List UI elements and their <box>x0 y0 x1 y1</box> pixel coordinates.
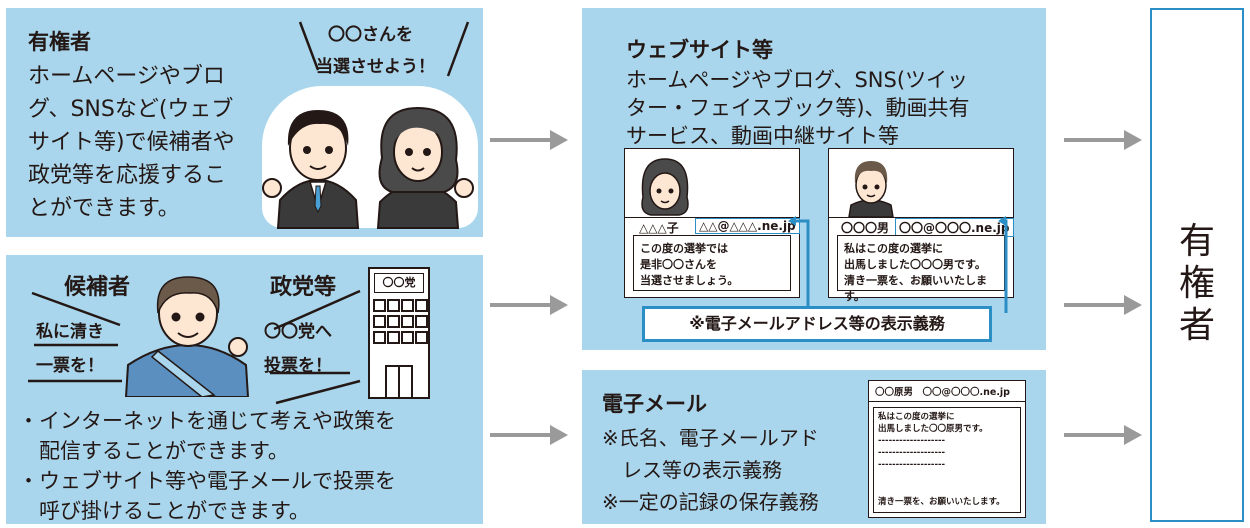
voter-speech-line-1: 〇〇さんを <box>328 25 413 45</box>
candidate-panel: 候補者 私に清き 一票を！ 政党等 〇〇党へ 投票を！ 〇〇党 <box>6 255 483 524</box>
email-mockup-dash-1: ------------------- <box>878 436 946 446</box>
website-card-right: 〇〇〇男 〇〇@〇〇〇.ne.jp 私はこの度の選挙に 出馬しました〇〇〇男です… <box>828 148 1014 303</box>
arrow-candidate-to-website <box>490 295 568 315</box>
arrow-email-to-voters <box>1064 425 1142 445</box>
voters-char-1: 有 <box>1178 221 1215 262</box>
building-window <box>373 299 386 312</box>
card-right-message-line-2: 出馬しました〇〇〇男です。 <box>844 258 986 271</box>
building-window <box>415 331 428 344</box>
candidate-speech-marks <box>28 291 122 383</box>
card-right-message-line-1: 私はこの度の選挙に <box>844 242 943 255</box>
card-right-message: 私はこの度の選挙に 出馬しました〇〇〇男です。 清き一票を、お願いいたします。 <box>837 235 1005 303</box>
building-window <box>415 299 428 312</box>
website-card-left: △△△子 △△@△△△.ne.jp この度の選挙では 是非〇〇さんを 当選させま… <box>624 148 800 298</box>
email-mockup-header: 〇〇原男 〇〇@〇〇〇.ne.jp <box>875 387 1010 398</box>
email-body-line-3: ※一定の記録の保存義務 <box>602 490 819 514</box>
website-heading: ウェブサイト等 <box>626 38 773 62</box>
building-window <box>387 299 400 312</box>
email-mockup-dash-3: ------------------- <box>878 460 946 470</box>
voter-body-line-1: ホームページやブロ <box>28 64 225 89</box>
bullet-2-line-1: ・ウェブサイト等や電子メールで投票を <box>18 469 396 493</box>
card-left-address: △△@△△△.ne.jp <box>695 218 800 234</box>
email-mockup: 〇〇原男 〇〇@〇〇〇.ne.jp 私はこの度の選挙に 出馬しました〇〇原男です… <box>868 380 1026 518</box>
voters-char-2: 権 <box>1178 263 1215 304</box>
building-window <box>387 315 400 328</box>
building-door <box>385 365 413 397</box>
party-building: 〇〇党 <box>368 267 430 399</box>
voter-body-line-3: サイト等)で候補者や <box>28 130 235 155</box>
email-body-line-2: レス等の表示義務 <box>602 458 782 482</box>
card-right-name: 〇〇〇男 <box>841 221 890 235</box>
website-body-line-1: ホームページやブログ、SNS(ツイッ <box>626 68 969 92</box>
voter-body-line-4: 政党等を応援するこ <box>28 163 227 188</box>
building-window <box>401 315 414 328</box>
party-building-sign: 〇〇党 <box>374 273 424 293</box>
notice-connectors <box>788 216 1008 313</box>
voter-heading: 有権者 <box>28 30 91 54</box>
email-body-line-1: ※氏名、電子メールアド <box>602 426 819 450</box>
email-heading: 電子メール <box>602 392 707 416</box>
website-body-line-3: サービス、動画中継サイト等 <box>626 124 899 148</box>
card-left-message: この度の選挙では 是非〇〇さんを 当選させましょう。 <box>633 235 791 291</box>
card-left-message-line-3: 当選させましょう。 <box>640 274 739 287</box>
card-right-message-line-3: 清き一票を、お願いいたします。 <box>844 274 987 303</box>
candidate-speech-line-2: 一票を！ <box>36 356 104 376</box>
party-speech-marks <box>270 289 361 405</box>
website-body-line-2: ター・フェイスブック等)、動画共有 <box>626 96 970 120</box>
building-window <box>415 315 428 328</box>
email-mockup-line-2: 出馬しました〇〇原男です。 <box>878 424 988 434</box>
voter-panel: 有権者 ホームページやブロ グ、SNSなど(ウェブ サイト等)で候補者や 政党等… <box>6 8 483 237</box>
candidate-illustration <box>124 276 250 397</box>
voter-speech-line-2: 当選させよう！ <box>316 57 435 77</box>
email-mockup-dash-2: ------------------- <box>878 448 946 458</box>
candidate-label: 候補者 <box>64 275 131 300</box>
building-window <box>401 331 414 344</box>
notice-box: ※電子メールアドレス等の表示義務 <box>642 306 992 342</box>
voters-illustration <box>262 106 474 229</box>
party-label: 政党等 <box>270 275 337 300</box>
email-mockup-line-1: 私はこの度の選挙に <box>878 412 955 422</box>
voter-body-line-2: グ、SNSなど(ウェブ <box>28 97 234 122</box>
card-right-address: 〇〇@〇〇〇.ne.jp <box>895 218 1014 237</box>
party-speech-line-2: 投票を！ <box>264 356 332 376</box>
building-window <box>387 331 400 344</box>
card-left-name: △△△子 <box>639 221 679 235</box>
voter-speech-marks <box>298 21 470 77</box>
voter-body-line-5: とができます。 <box>28 196 180 221</box>
bullet-1-line-2: 配信することができます。 <box>18 439 289 463</box>
website-panel: ウェブサイト等 ホームページやブログ、SNS(ツイッ ター・フェイスブック等)、… <box>582 8 1046 350</box>
arrow-website-to-voters-2 <box>1064 295 1142 315</box>
arrow-candidate-to-email <box>490 425 568 445</box>
woman-avatar <box>641 158 689 216</box>
email-panel: 電子メール ※氏名、電子メールアド レス等の表示義務 ※一定の記録の保存義務 〇… <box>582 370 1046 524</box>
bullet-1-line-1: ・インターネットを通じて考えや政策を <box>18 409 396 433</box>
party-building-sign-text: 〇〇党 <box>382 276 416 289</box>
email-mockup-footer: 清き一票を、お願いいたします。 <box>878 497 1005 507</box>
man-avatar <box>848 161 894 217</box>
card-left-message-line-1: この度の選挙では <box>640 242 728 255</box>
building-window <box>373 331 386 344</box>
arrow-website-to-voters-1 <box>1064 130 1142 150</box>
building-window <box>401 299 414 312</box>
arrow-voter-to-website <box>490 130 568 150</box>
voters-char-3: 者 <box>1178 305 1215 346</box>
voters-target-panel: 有 権 者 <box>1150 8 1244 522</box>
building-window <box>373 315 386 328</box>
card-left-message-line-2: 是非〇〇さんを <box>640 258 717 271</box>
bullet-2-line-2: 呼び掛けることができます。 <box>18 499 310 523</box>
email-mockup-body: 私はこの度の選挙に 出馬しました〇〇原男です。 ----------------… <box>873 407 1021 513</box>
notice-text: ※電子メールアドレス等の表示義務 <box>689 314 945 333</box>
candidate-speech-line-1: 私に清き <box>36 322 104 342</box>
